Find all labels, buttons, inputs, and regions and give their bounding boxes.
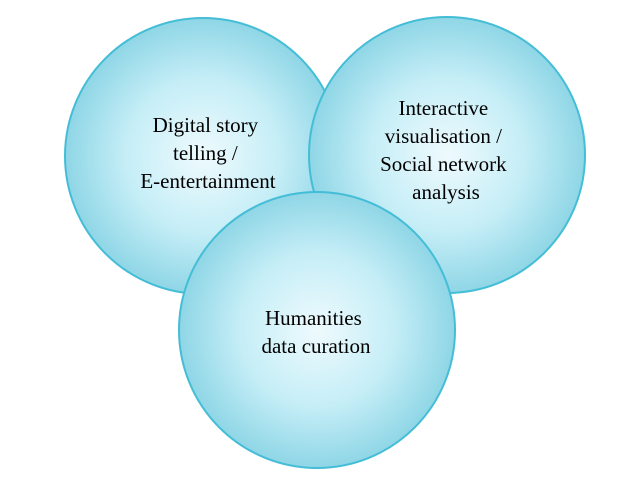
label-line: data curation — [261, 334, 371, 358]
circle-digital-story-label: Digital story telling / E-entertainment — [140, 113, 275, 193]
label-line: Interactive — [398, 96, 488, 120]
label-line: Social network — [380, 152, 507, 176]
circle-humanities-data-label: Humanities data curation — [261, 306, 371, 358]
label-line: telling / — [173, 141, 238, 165]
label-line: Humanities — [265, 306, 362, 330]
label-line: analysis — [412, 180, 480, 204]
circle-interactive-vis-label: Interactive visualisation / Social netwo… — [380, 96, 512, 204]
label-line: Digital story — [153, 113, 259, 137]
label-line: E-entertainment — [140, 169, 275, 193]
label-line: visualisation / — [385, 124, 502, 148]
circle-humanities-data: Humanities data curation — [178, 191, 456, 469]
circle-humanities-data-shape — [178, 191, 456, 469]
